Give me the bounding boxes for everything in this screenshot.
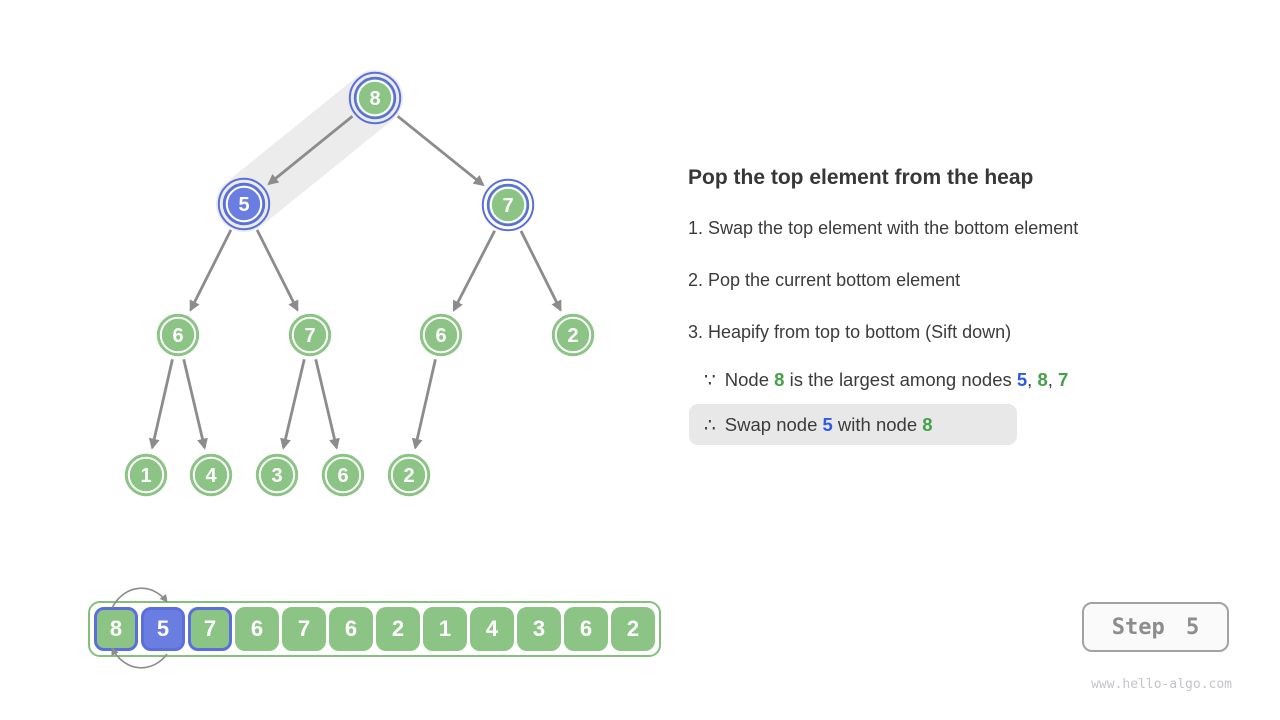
tree-node-3: 3 <box>255 453 299 497</box>
node-ref-7: 7 <box>1058 369 1069 390</box>
tree-node-6: 6 <box>321 453 365 497</box>
array-cell-6: 2 <box>376 607 420 651</box>
because-symbol: ∵ <box>704 369 716 390</box>
tree-edge <box>411 359 437 450</box>
tree-node-value: 1 <box>140 465 151 487</box>
tree-node-value: 8 <box>369 88 380 110</box>
watermark: www.hello-algo.com <box>1091 677 1232 692</box>
tree-nodes-layer: 8 5 7 6 7 6 2 1 4 3 6 2 <box>124 71 595 497</box>
array-cell-0: 8 <box>94 607 138 651</box>
note-text: , <box>1047 369 1059 390</box>
tree-edge <box>255 229 299 312</box>
node-ref-8: 8 <box>1037 369 1048 390</box>
tree-edge <box>148 359 174 450</box>
array-cell-11: 2 <box>611 607 655 651</box>
tree-edge <box>280 359 306 450</box>
tree-edge <box>396 115 485 187</box>
array-cell-9: 3 <box>517 607 561 651</box>
note-text: Swap node <box>724 413 823 435</box>
tree-edge <box>267 115 354 186</box>
tree-node-value: 6 <box>337 465 348 487</box>
note-text: is the largest among nodes <box>784 369 1017 390</box>
because-text: Node 8 is the largest among nodes 5, 8, … <box>725 369 1069 390</box>
array-cell-1: 5 <box>141 607 185 651</box>
step-indicator[interactable]: Step 5 <box>1082 602 1229 652</box>
tree-node-value: 2 <box>403 465 414 487</box>
tree-node-value: 6 <box>172 325 183 347</box>
instruction-step-1: 1. Swap the top element with the bottom … <box>688 218 1079 238</box>
therefore-symbol: ∴ <box>704 413 716 435</box>
tree-node-2: 2 <box>551 313 595 357</box>
tree-edge <box>519 230 562 312</box>
tree-node-value: 2 <box>567 325 578 347</box>
node-ref-8: 8 <box>774 369 785 390</box>
array-cell-8: 4 <box>470 607 514 651</box>
tree-node-2: 2 <box>387 453 431 497</box>
instruction-step-2: 2. Pop the current bottom element <box>688 270 961 290</box>
tree-edge <box>182 359 208 450</box>
tree-edge <box>189 229 233 312</box>
tree-node-value: 7 <box>304 325 315 347</box>
tree-node-6: 6 <box>156 313 200 357</box>
array-cell-2: 7 <box>188 607 232 651</box>
tree-node-5: 5 <box>217 177 271 231</box>
array-cell-4: 7 <box>282 607 326 651</box>
node-ref-8: 8 <box>922 413 933 435</box>
tree-node-value: 6 <box>435 325 446 347</box>
tree-node-value: 5 <box>238 194 249 216</box>
tree-node-6: 6 <box>419 313 463 357</box>
array-cell-7: 1 <box>423 607 467 651</box>
tree-node-value: 3 <box>271 465 282 487</box>
tree-edge <box>452 230 496 312</box>
panel-title: Pop the top element from the heap <box>688 166 1034 189</box>
array-cell-3: 6 <box>235 607 279 651</box>
therefore-note: ∴ Swap node 5 with node 8 <box>689 404 1017 445</box>
tree-node-value: 7 <box>502 195 513 217</box>
tree-edge <box>314 359 340 450</box>
tree-node-7: 7 <box>288 313 332 357</box>
heap-tree: 8 5 7 6 7 6 2 1 4 3 6 2 <box>124 70 595 497</box>
note-text: , <box>1027 369 1038 390</box>
therefore-text: Swap node 5 with node 8 <box>725 414 933 436</box>
note-text: Node <box>724 369 775 390</box>
tree-node-8: 8 <box>348 71 402 125</box>
note-text: with node <box>832 413 923 435</box>
instruction-step-3: 3. Heapify from top to bottom (Sift down… <box>688 322 1012 342</box>
tree-edges-layer <box>148 115 562 450</box>
tree-node-value: 4 <box>205 465 217 487</box>
tree-node-4: 4 <box>189 453 233 497</box>
array-cell-10: 6 <box>564 607 608 651</box>
node-ref-5: 5 <box>1016 369 1028 390</box>
tree-node-1: 1 <box>124 453 168 497</box>
array-cell-5: 6 <box>329 607 373 651</box>
explanation-panel: Pop the top element from the heap 1. Swa… <box>688 166 1258 466</box>
tree-node-7: 7 <box>481 178 535 232</box>
node-ref-5: 5 <box>822 413 833 435</box>
because-note: ∵ Node 8 is the largest among nodes 5, 8,… <box>704 369 1068 391</box>
